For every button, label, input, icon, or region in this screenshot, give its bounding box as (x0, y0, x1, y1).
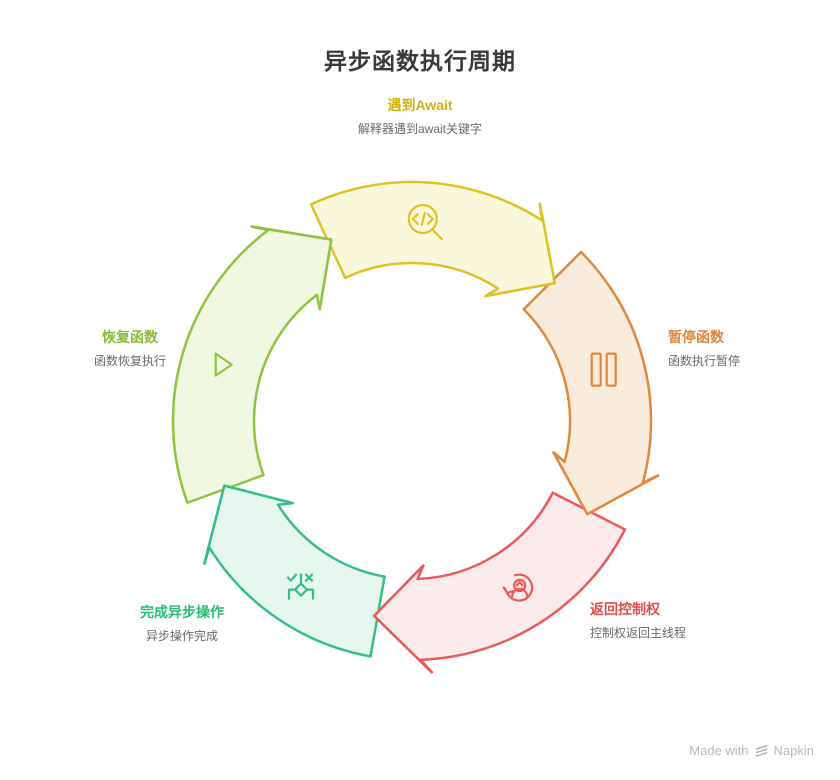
step-description: 异步操作完成 (145, 629, 218, 643)
step-title: 完成异步操作 (140, 604, 224, 620)
cycle-arrowhead-resume-function (250, 225, 333, 311)
step-description: 解释器遇到await关键字 (357, 122, 482, 136)
step-description: 函数执行暂停 (668, 354, 741, 368)
step-label-complete-async: 完成异步操作 异步操作完成 (82, 604, 282, 643)
cycle-arrowhead-return-control (372, 564, 434, 674)
napkin-logo-icon (755, 744, 767, 757)
cycle-arrowhead-complete-async (203, 484, 294, 565)
code-search-icon (407, 203, 443, 241)
step-label-resume-function: 恢复函数 函数恢复执行 (30, 329, 230, 368)
page-title: 异步函数执行周期 (324, 48, 516, 74)
pause-icon (590, 352, 617, 387)
step-title: 暂停函数 (668, 329, 724, 345)
step-title: 恢复函数 (102, 329, 158, 345)
step-description: 函数恢复执行 (93, 354, 166, 368)
cycle-arrowhead-pause-function (552, 451, 660, 516)
napkin-brand-text: Napkin (773, 743, 814, 758)
step-title: 返回控制权 (590, 601, 660, 617)
made-with-napkin-badge[interactable]: Made with Napkin (689, 743, 814, 758)
play-icon (214, 352, 233, 377)
step-description: 控制权返回主线程 (590, 626, 687, 640)
cycle-arrowhead-encounter-await (484, 202, 557, 298)
step-title: 遇到Await (387, 97, 453, 113)
decision-done-icon (286, 573, 315, 600)
return-user-icon (502, 573, 534, 602)
made-with-text: Made with (689, 743, 749, 758)
step-label-return-control: 返回控制权 控制权返回主线程 (590, 601, 790, 640)
step-label-pause-function: 暂停函数 函数执行暂停 (668, 329, 838, 368)
step-label-encounter-await: 遇到Await 解释器遇到await关键字 (310, 97, 530, 136)
